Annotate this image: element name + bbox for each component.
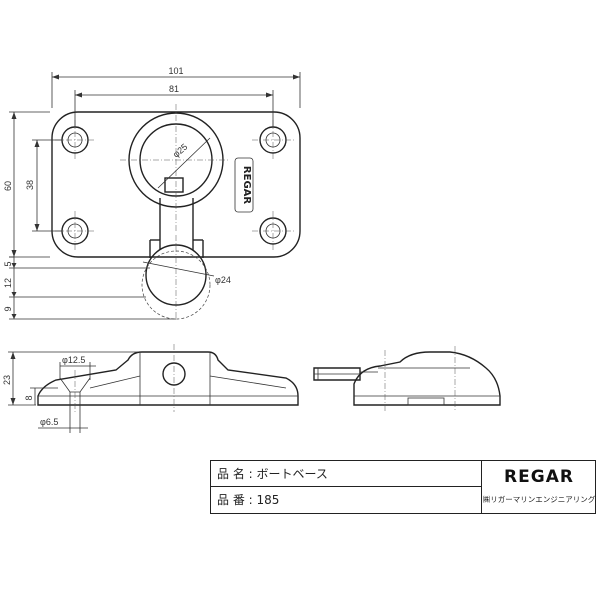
- dim-hole-vertical-pitch: 38: [25, 180, 35, 190]
- dim-side-height: 23: [2, 375, 12, 385]
- stamp-frame: [234, 157, 254, 213]
- dim-hole-dia: φ6.5: [40, 417, 58, 427]
- product-name: 品 名 : ボートベース: [211, 461, 481, 487]
- dim-9: 9: [3, 306, 13, 311]
- title-block: 品 名 : ボートベース 品 番 : 185 REGAR ㈱リガーマリンエンジニ…: [210, 460, 596, 514]
- dim-countersink: φ12.5: [62, 355, 85, 365]
- dim-side-8: 8: [24, 395, 34, 400]
- dim-hole-pitch: 81: [169, 84, 179, 94]
- dim-ring-dia: φ25: [171, 142, 190, 160]
- company-name: ㈱リガーマリンエンジニアリング: [482, 495, 596, 504]
- stamp-logo: REGAR: [241, 166, 252, 204]
- front-view: [37, 344, 299, 412]
- top-view: φ25 REGAR φ24 101 81: [3, 66, 301, 320]
- company-logo: REGAR: [504, 467, 574, 487]
- dim-overall-height: 60: [3, 181, 13, 191]
- dim-5: 5: [3, 261, 13, 266]
- logo-cell: REGAR ㈱リガーマリンエンジニアリング: [481, 461, 596, 513]
- dim-12: 12: [3, 278, 13, 288]
- dim-overall-width: 101: [168, 66, 183, 76]
- ring: [120, 104, 230, 232]
- stem: [141, 198, 215, 320]
- dim-pipe-dia: φ24: [215, 275, 231, 285]
- product-number: 品 番 : 185: [217, 493, 280, 507]
- side-view: [313, 346, 501, 412]
